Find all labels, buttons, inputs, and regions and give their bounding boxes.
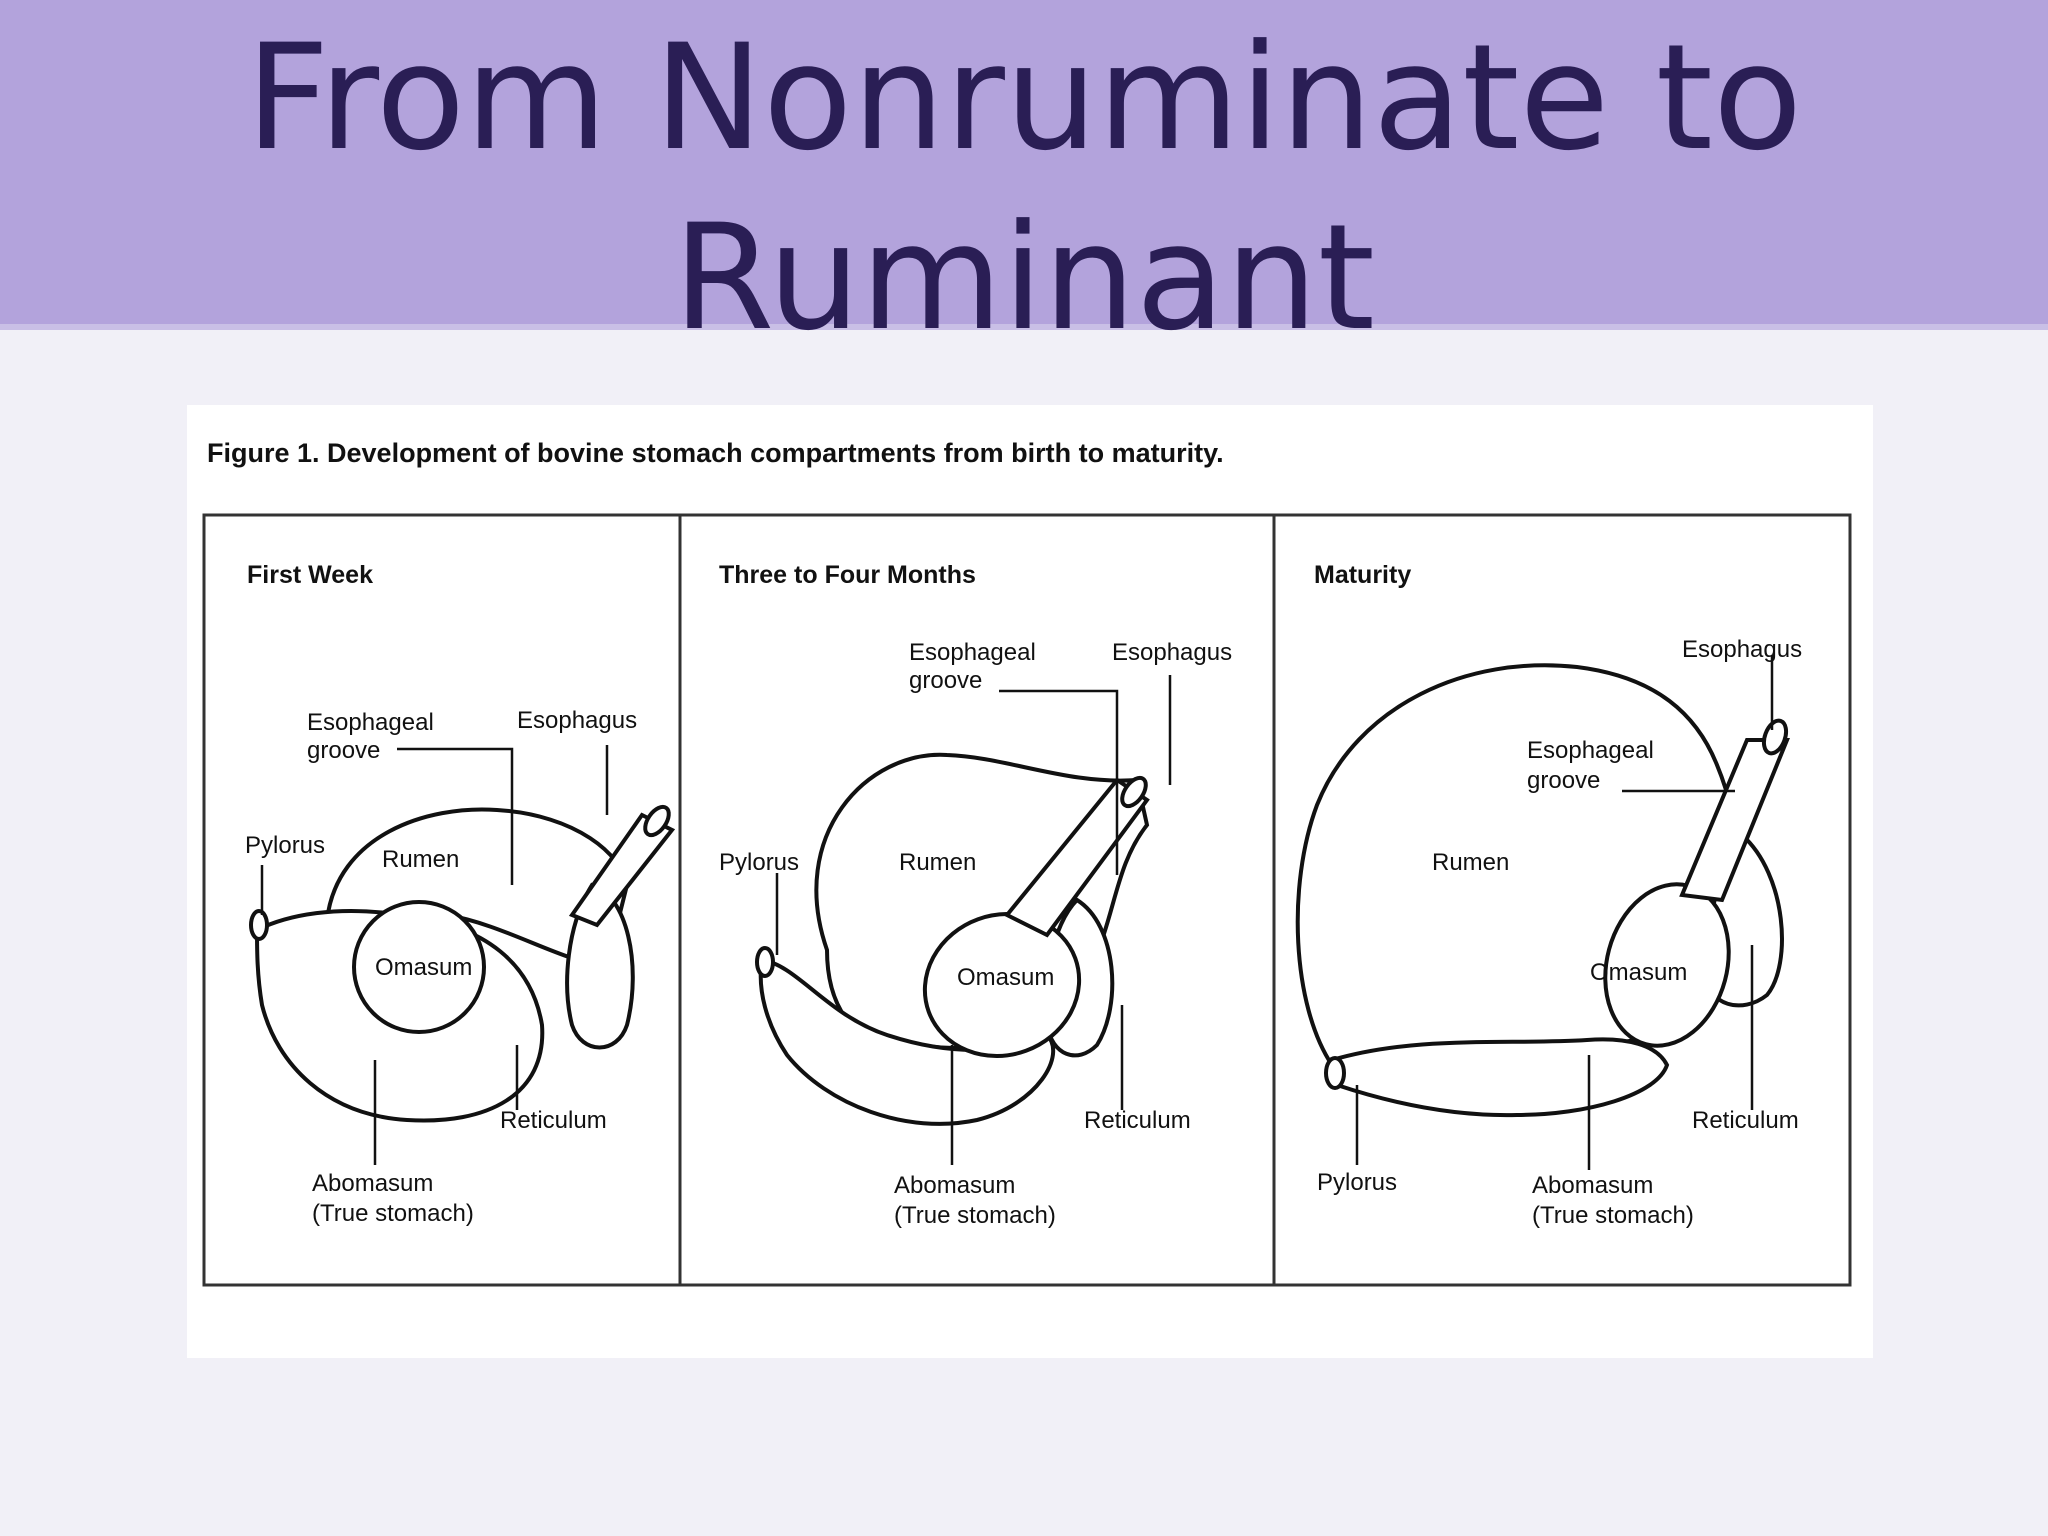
- label-rumen: Rumen: [382, 846, 459, 873]
- label-pylorus: Pylorus: [245, 832, 325, 859]
- slide-title-line-1: From Nonruminate to: [245, 13, 1803, 183]
- label-esophageal-groove-2: groove: [307, 737, 380, 764]
- label-abomasum-1: Abomasum: [312, 1170, 433, 1197]
- esophagus-opening: [643, 804, 671, 838]
- figure-caption: Figure 1. Development of bovine stomach …: [207, 438, 1224, 468]
- title-band: From Nonruminate to Ruminant: [0, 0, 2048, 363]
- pylorus-opening: [249, 909, 269, 941]
- groove-pointer: [999, 689, 1119, 875]
- label-omasum: Omasum: [1590, 959, 1687, 986]
- slide-title-line-2: Ruminant: [673, 193, 1375, 363]
- omasum-shape: [352, 900, 486, 1034]
- label-abomasum-2: (True stomach): [894, 1202, 1056, 1229]
- groove-pointer: [397, 747, 514, 885]
- label-rumen: Rumen: [899, 849, 976, 876]
- label-esophagus: Esophagus: [517, 707, 637, 734]
- label-abomasum-2: (True stomach): [312, 1200, 474, 1227]
- panel-heading: First Week: [247, 561, 373, 589]
- label-omasum: Omasum: [957, 964, 1054, 991]
- figure-card: Figure 1. Development of bovine stomach …: [187, 405, 1873, 1358]
- panel-first-week: First Week Esophageal groove Esophagus P…: [245, 561, 676, 1227]
- label-esophageal-groove-2: groove: [909, 667, 982, 694]
- esophagus-shape: [1003, 777, 1150, 938]
- omasum-shape: [922, 912, 1082, 1058]
- label-omasum: Omasum: [375, 954, 472, 981]
- label-pylorus: Pylorus: [719, 849, 799, 876]
- label-abomasum-1: Abomasum: [1532, 1172, 1653, 1199]
- label-reticulum: Reticulum: [1084, 1107, 1191, 1134]
- stomach-development-figure: Figure 1. Development of bovine stomach …: [202, 438, 1852, 1287]
- abomasum-shape: [1326, 1037, 1670, 1118]
- esophagus-opening: [1761, 718, 1789, 756]
- label-rumen: Rumen: [1432, 849, 1509, 876]
- figure-frame: [202, 513, 1852, 1287]
- label-esophagus: Esophagus: [1682, 636, 1802, 663]
- label-esophagus: Esophagus: [1112, 639, 1232, 666]
- abomasum-shape: [758, 957, 1056, 1126]
- label-esophageal-groove-1: Esophageal: [307, 709, 434, 736]
- label-esophageal-groove-2: groove: [1527, 767, 1600, 794]
- esophagus-opening: [1120, 775, 1148, 809]
- label-abomasum-2: (True stomach): [1532, 1202, 1694, 1229]
- panel-heading: Maturity: [1314, 561, 1411, 589]
- label-reticulum: Reticulum: [500, 1107, 607, 1134]
- label-abomasum-1: Abomasum: [894, 1172, 1015, 1199]
- label-esophageal-groove-1: Esophageal: [909, 639, 1036, 666]
- label-pylorus: Pylorus: [1317, 1169, 1397, 1196]
- label-reticulum: Reticulum: [1692, 1107, 1799, 1134]
- label-esophageal-groove-1: Esophageal: [1527, 737, 1654, 764]
- esophagus-shape: [568, 812, 676, 928]
- panel-three-to-four-months: Three to Four Months Esophageal groove E…: [719, 561, 1232, 1229]
- pylorus-opening: [755, 946, 775, 978]
- pylorus-opening: [1324, 1056, 1346, 1090]
- panel-heading: Three to Four Months: [719, 561, 976, 589]
- reticulum-shape: [565, 882, 635, 1050]
- slide-title: From Nonruminate to Ruminant: [0, 8, 2048, 368]
- panel-maturity: Maturity Esophagus Esophageal groove Rum…: [1295, 561, 1802, 1229]
